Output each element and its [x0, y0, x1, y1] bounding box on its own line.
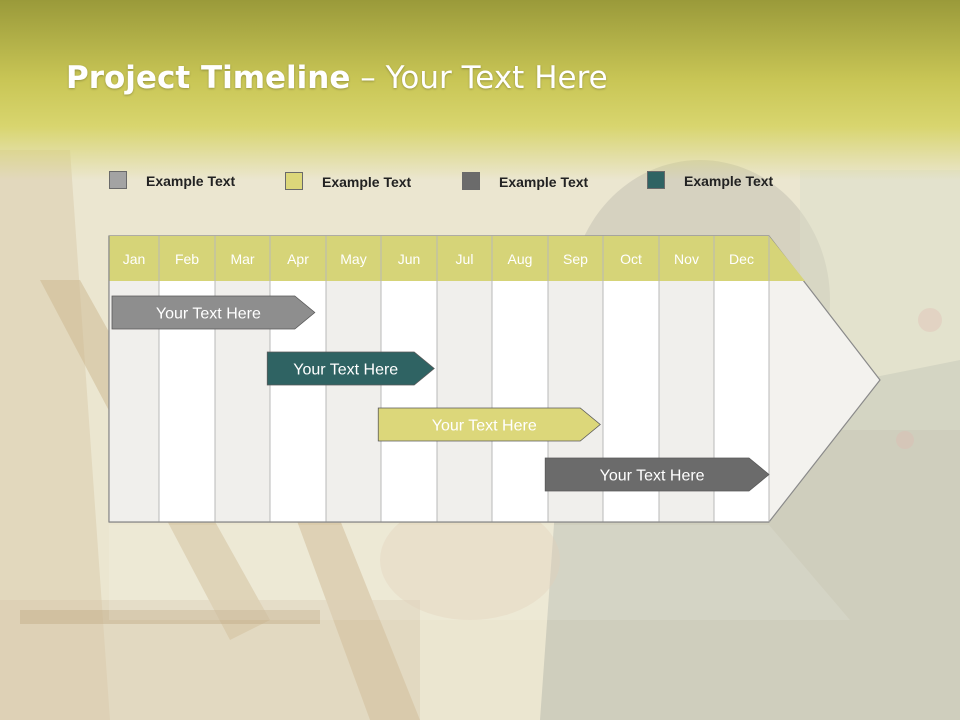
task-bar-3: Your Text Here — [377, 407, 601, 442]
header-band — [0, 0, 960, 180]
month-label-apr: Apr — [287, 251, 309, 267]
title-separator: – — [350, 60, 386, 96]
legend-swatch-3 — [462, 172, 480, 190]
month-label-feb: Feb — [175, 251, 199, 267]
month-label-may: May — [340, 251, 366, 267]
month-label-dec: Dec — [729, 251, 754, 267]
title-subtitle: Your Text Here — [385, 60, 608, 96]
header-arrow-tip — [769, 236, 805, 281]
legend-label-1: Example Text — [146, 173, 236, 189]
legend-swatch-4 — [647, 171, 665, 189]
month-label-jan: Jan — [123, 251, 146, 267]
legend-label-4: Example Text — [684, 173, 774, 189]
task-bar-shape — [266, 351, 435, 386]
month-column — [492, 281, 548, 522]
task-bar-4: Your Text Here — [544, 457, 770, 492]
title-main: Project Timeline — [66, 60, 351, 96]
task-bar-shape — [377, 407, 601, 442]
task-bar-shape — [111, 295, 316, 330]
legend-swatch-2 — [285, 172, 303, 190]
month-column — [437, 281, 492, 522]
legend-label-3: Example Text — [499, 174, 589, 190]
task-bar-label: Your Text Here — [600, 468, 705, 485]
timeline-reflection — [109, 525, 850, 620]
task-bar-label: Your Text Here — [293, 362, 398, 379]
task-bar-label: Your Text Here — [432, 418, 537, 435]
task-bar-2: Your Text Here — [266, 351, 435, 386]
month-header-row — [109, 236, 769, 281]
task-bar-shape — [544, 457, 770, 492]
month-label-jul: Jul — [456, 251, 474, 267]
month-label-sep: Sep — [563, 251, 588, 267]
month-label-jun: Jun — [398, 251, 421, 267]
month-label-oct: Oct — [620, 251, 642, 267]
task-bar-label: Your Text Here — [156, 306, 261, 323]
month-label-mar: Mar — [230, 251, 254, 267]
legend-label-2: Example Text — [322, 174, 412, 190]
legend-swatch-1 — [109, 171, 127, 189]
task-bar-1: Your Text Here — [111, 295, 316, 330]
month-column — [326, 281, 381, 522]
month-label-aug: Aug — [508, 251, 533, 267]
month-column — [381, 281, 437, 522]
page-title: Project Timeline – Your Text Here — [66, 60, 608, 96]
month-label-nov: Nov — [674, 251, 699, 267]
